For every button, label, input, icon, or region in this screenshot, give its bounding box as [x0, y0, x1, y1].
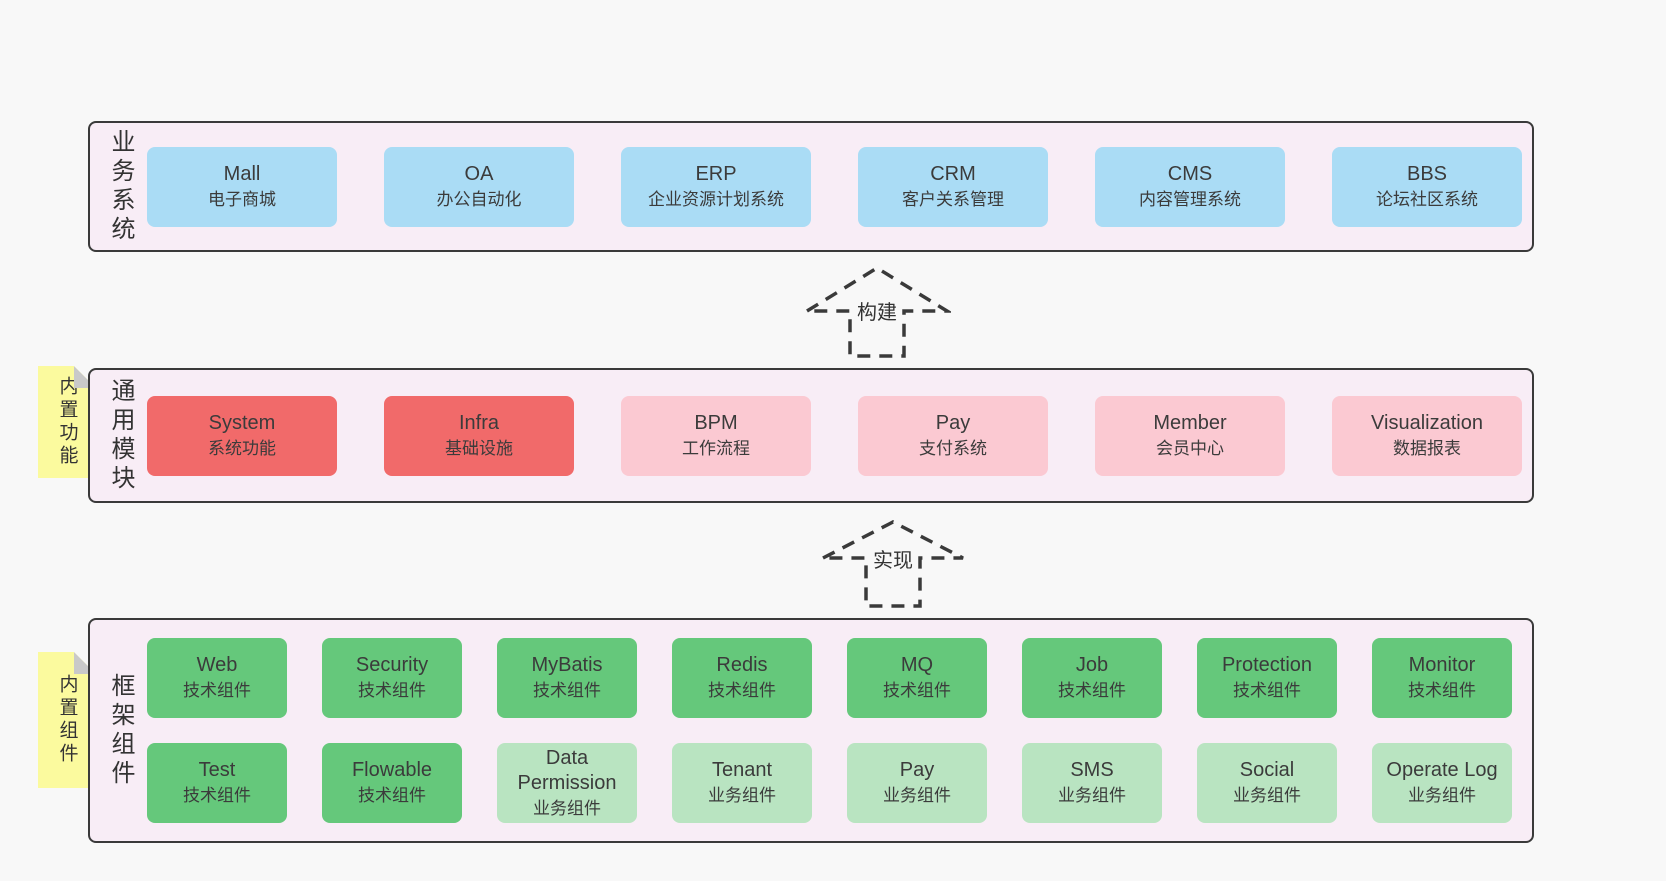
box-subtitle: 电子商城 [208, 189, 276, 209]
box-title: Data Permission [517, 746, 617, 794]
box-subtitle: 系统功能 [208, 438, 276, 458]
box-mq: MQ 技术组件 [847, 638, 987, 718]
box-subtitle: 业务组件 [708, 786, 776, 806]
arrow-label-build: 构建 [854, 295, 900, 326]
box-mall: Mall 电子商城 [147, 146, 337, 227]
box-title: MQ [900, 654, 934, 677]
box-system: System 系统功能 [147, 395, 337, 476]
sticky-note-built-in-functions: 内置功能 [38, 366, 96, 478]
box-test: Test 技术组件 [147, 743, 287, 823]
box-subtitle: 论坛社区系统 [1376, 189, 1478, 209]
box-subtitle: 技术组件 [1408, 681, 1476, 701]
box-subtitle: 内容管理系统 [1139, 189, 1241, 209]
arrow-implement: 实现 [819, 512, 967, 612]
box-pay: Pay 支付系统 [858, 395, 1048, 476]
box-subtitle: 业务组件 [883, 786, 951, 806]
box-subtitle: 技术组件 [883, 681, 951, 701]
box-title: ERP [695, 162, 737, 185]
box-job: Job 技术组件 [1022, 638, 1162, 718]
box-subtitle: 数据报表 [1393, 438, 1461, 458]
box-title: Protection [1221, 654, 1313, 677]
box-bpm: BPM 工作流程 [621, 395, 811, 476]
dashed-up-arrow-icon [822, 520, 964, 608]
box-title: CRM [930, 162, 976, 185]
box-title: Job [1075, 654, 1109, 677]
layer-framework-components: 框架组件 Web 技术组件 Security 技术组件 MyBatis 技术组件… [88, 618, 1534, 843]
box-subtitle: 基础设施 [445, 438, 513, 458]
box-web: Web 技术组件 [147, 638, 287, 718]
box-operate-log: Operate Log 业务组件 [1372, 743, 1512, 823]
box-subtitle: 业务组件 [1408, 786, 1476, 806]
box-title: SMS [1070, 759, 1114, 782]
box-monitor: Monitor 技术组件 [1372, 638, 1512, 718]
box-title: Infra [458, 411, 500, 434]
box-subtitle: 业务组件 [533, 798, 601, 818]
box-title: Member [1153, 411, 1227, 434]
box-subtitle: 企业资源计划系统 [648, 189, 784, 209]
box-subtitle: 技术组件 [358, 681, 426, 701]
box-title: Mall [223, 162, 261, 185]
box-title: Pay [899, 759, 935, 782]
box-title: Tenant [711, 759, 773, 782]
box-subtitle: 技术组件 [1058, 681, 1126, 701]
box-flowable: Flowable 技术组件 [322, 743, 462, 823]
arrow-label-implement: 实现 [870, 543, 916, 574]
box-title: Flowable [351, 759, 433, 782]
box-subtitle: 业务组件 [1233, 786, 1301, 806]
box-title: OA [464, 162, 494, 185]
box-subtitle: 技术组件 [708, 681, 776, 701]
box-title: Web [196, 654, 238, 677]
layer-label-business-systems: 业务系统 [107, 128, 134, 245]
box-title: Security [355, 654, 429, 677]
box-oa: OA 办公自动化 [384, 146, 574, 227]
box-subtitle: 客户关系管理 [902, 189, 1004, 209]
layer-common-modules: 通用模块 System 系统功能 Infra 基础设施 BPM 工作流程 Pay… [88, 368, 1534, 503]
box-title: Visualization [1371, 411, 1483, 434]
box-title: Test [198, 759, 236, 782]
box-title: Redis [716, 654, 768, 677]
sticky-note-text: 内置功能 [56, 376, 78, 468]
box-mybatis: MyBatis 技术组件 [497, 638, 637, 718]
box-member: Member 会员中心 [1095, 395, 1285, 476]
box-subtitle: 技术组件 [358, 786, 426, 806]
box-subtitle: 会员中心 [1156, 438, 1224, 458]
sticky-note-text: 内置组件 [56, 674, 78, 766]
box-subtitle: 工作流程 [682, 438, 750, 458]
box-title: Operate Log [1386, 759, 1498, 782]
box-sms: SMS 业务组件 [1022, 743, 1162, 823]
box-data-permission: Data Permission 业务组件 [497, 743, 637, 823]
box-redis: Redis 技术组件 [672, 638, 812, 718]
box-subtitle: 技术组件 [533, 681, 601, 701]
box-subtitle: 办公自动化 [436, 189, 522, 209]
layer-label-framework-components: 框架组件 [107, 672, 134, 789]
box-subtitle: 技术组件 [183, 681, 251, 701]
box-title: System [208, 411, 276, 434]
box-subtitle: 业务组件 [1058, 786, 1126, 806]
box-security: Security 技术组件 [322, 638, 462, 718]
box-title: Pay [935, 411, 971, 434]
box-subtitle: 技术组件 [183, 786, 251, 806]
box-title: BBS [1406, 162, 1448, 185]
box-visualization: Visualization 数据报表 [1332, 395, 1522, 476]
box-title: CMS [1167, 162, 1213, 185]
box-pay-biz: Pay 业务组件 [847, 743, 987, 823]
box-title: Social [1239, 759, 1295, 782]
box-protection: Protection 技术组件 [1197, 638, 1337, 718]
dashed-up-arrow-icon [803, 265, 951, 358]
box-subtitle: 支付系统 [919, 438, 987, 458]
arrow-build: 构建 [803, 262, 951, 362]
box-crm: CRM 客户关系管理 [858, 146, 1048, 227]
box-erp: ERP 企业资源计划系统 [621, 146, 811, 227]
box-subtitle: 技术组件 [1233, 681, 1301, 701]
box-title: Monitor [1408, 654, 1476, 677]
box-title: MyBatis [531, 654, 603, 677]
box-infra: Infra 基础设施 [384, 395, 574, 476]
box-title: BPM [694, 411, 738, 434]
box-bbs: BBS 论坛社区系统 [1332, 146, 1522, 227]
box-cms: CMS 内容管理系统 [1095, 146, 1285, 227]
box-social: Social 业务组件 [1197, 743, 1337, 823]
layer-label-common-modules: 通用模块 [107, 377, 134, 494]
layer-business-systems: 业务系统 Mall 电子商城 OA 办公自动化 ERP 企业资源计划系统 CRM… [88, 121, 1534, 252]
box-tenant: Tenant 业务组件 [672, 743, 812, 823]
